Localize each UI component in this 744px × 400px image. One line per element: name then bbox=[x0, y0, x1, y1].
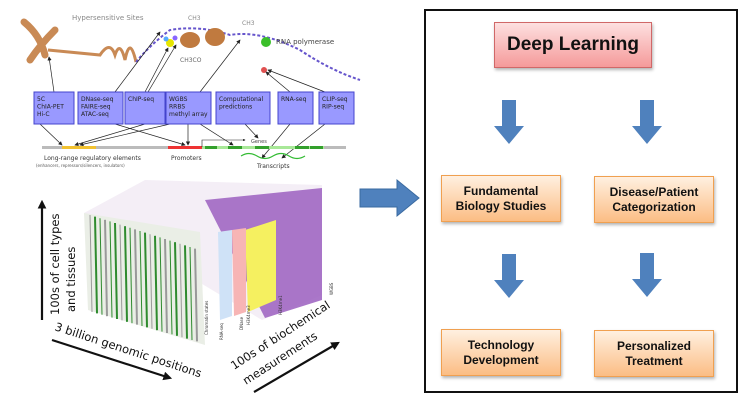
right-arrow-icon bbox=[359, 178, 420, 218]
genomics-illustration: Hypersensitive Sites CH3 CH3 CH3CO RNA p… bbox=[20, 14, 361, 393]
assay-label: RRBS bbox=[169, 104, 185, 111]
cube-stripe bbox=[154, 235, 158, 331]
assay-label: methyl array bbox=[169, 111, 208, 118]
genes-label: Genes bbox=[251, 139, 267, 145]
cube-stripe bbox=[89, 214, 93, 313]
assay-label: FAIRE-seq bbox=[81, 104, 111, 111]
assay-label: predictions bbox=[219, 104, 252, 111]
cube-stripe bbox=[179, 243, 183, 338]
cube-stripe bbox=[144, 232, 148, 328]
data-cube bbox=[84, 180, 322, 345]
assay-label: ATAC-seq bbox=[81, 111, 109, 118]
cube-layer-label: H3K4me1 bbox=[278, 295, 283, 315]
assay-label: Computational bbox=[219, 96, 264, 103]
cube-stripe bbox=[99, 218, 103, 315]
down-arrow-icon bbox=[632, 100, 662, 144]
cube-layer-label: DNase bbox=[239, 316, 244, 330]
x-axis-arrow bbox=[51, 338, 173, 381]
deep-learning-panel bbox=[424, 9, 738, 393]
assay-label: RNA-seq bbox=[281, 96, 307, 103]
down-arrow-icon bbox=[494, 100, 524, 144]
cube-stripe bbox=[119, 224, 123, 321]
cube-layer-label: H3K4me3 bbox=[246, 305, 251, 325]
rna-polymerase-label: RNA polymerase bbox=[276, 38, 334, 46]
cube-stripe bbox=[139, 230, 143, 327]
transcripts-label: Transcripts bbox=[256, 163, 290, 170]
cube-stripe bbox=[114, 222, 118, 320]
chromosome-icon bbox=[20, 18, 138, 64]
cube-stripe bbox=[169, 240, 173, 335]
cube-stripe bbox=[124, 226, 128, 322]
assay-box: ChIP-seq bbox=[124, 91, 166, 125]
promoters-label: Promoters bbox=[171, 155, 202, 162]
y-axis-label: 100s of cell types bbox=[48, 214, 62, 315]
assay-label: DNase-seq bbox=[81, 96, 114, 103]
cube-stripe bbox=[149, 234, 153, 329]
assay-label: Hi-C bbox=[37, 111, 50, 118]
down-arrow-icon bbox=[632, 253, 662, 297]
ch3-label: CH3 bbox=[242, 20, 255, 27]
assay-label: ChIA-PET bbox=[37, 104, 64, 111]
cube-layer-label: WGBS bbox=[329, 282, 334, 295]
personalized-treatment-box: Personalized Treatment bbox=[594, 330, 714, 377]
assay-label: WGBS bbox=[169, 96, 188, 103]
assay-box: RNA-seq bbox=[277, 91, 314, 125]
cube-stripe bbox=[184, 245, 188, 339]
rna-polymerase-icon bbox=[261, 37, 271, 47]
cube-stripe bbox=[134, 229, 138, 325]
disease-categorization-box: Disease/Patient Categorization bbox=[594, 176, 714, 223]
z-axis-arrow bbox=[253, 341, 340, 393]
assay-label: RIP-seq bbox=[322, 104, 344, 111]
ch3co-label: CH3CO bbox=[180, 57, 202, 64]
transcript-wave bbox=[240, 152, 306, 160]
cube-stripe bbox=[174, 242, 178, 336]
assay-label: CLIP-seq bbox=[322, 96, 348, 103]
ch3-label: CH3 bbox=[188, 15, 201, 22]
cube-stripe bbox=[159, 237, 163, 332]
hypersensitive-sites-label: Hypersensitive Sites bbox=[72, 14, 144, 22]
cube-stripe bbox=[109, 221, 113, 318]
assay-label: ChIP-seq bbox=[128, 96, 154, 103]
dna-fiber bbox=[135, 27, 361, 81]
cube-stripe bbox=[94, 216, 98, 314]
cube-stripe bbox=[164, 238, 168, 334]
long-range-label: Long-range regulatory elements bbox=[44, 155, 141, 162]
cube-stripe bbox=[104, 219, 108, 317]
technology-development-box: Technology Development bbox=[441, 329, 561, 376]
fundamental-biology-box: Fundamental Biology Studies bbox=[441, 175, 561, 222]
cube-layer-label: Chromatin states bbox=[204, 301, 209, 335]
deep-learning-box: Deep Learning bbox=[494, 22, 652, 68]
y-axis-label-2: and tissues bbox=[64, 247, 78, 312]
cube-stripe bbox=[189, 246, 193, 341]
nucleosome-icon bbox=[180, 28, 225, 48]
long-range-sublabel: (enhancers, repressors/silencers, insula… bbox=[36, 163, 125, 168]
cube-layer-label: RNA-seq bbox=[219, 323, 224, 340]
down-arrow-icon bbox=[494, 254, 524, 298]
cube-stripe bbox=[194, 248, 198, 342]
assay-label: 5C bbox=[37, 96, 45, 103]
cube-stripe bbox=[129, 227, 133, 324]
